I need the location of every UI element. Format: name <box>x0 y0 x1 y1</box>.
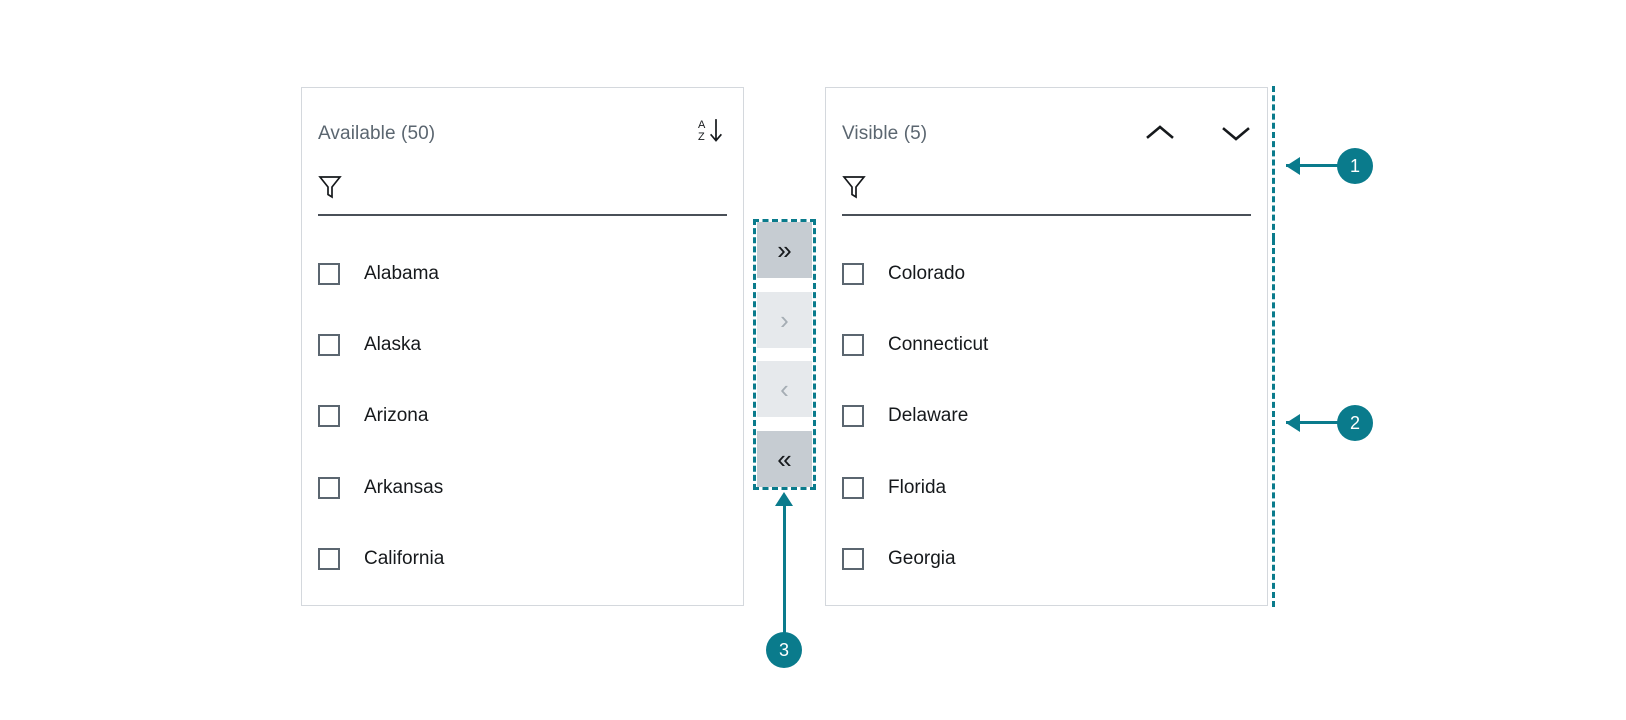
checkbox-unchecked-icon[interactable] <box>842 334 864 357</box>
list-item-label: California <box>364 548 445 570</box>
list-item[interactable]: Arkansas <box>318 452 735 523</box>
available-header-actions: A Z <box>697 119 727 149</box>
visible-panel-title: Visible (5) <box>842 123 928 144</box>
visible-panel: Visible (5) <box>825 87 1268 606</box>
list-item[interactable]: Alabama <box>318 238 735 309</box>
list-item[interactable]: Delaware <box>842 381 1259 452</box>
annotation-badge-1: 1 <box>1337 148 1373 184</box>
move-all-left-button[interactable]: « <box>757 430 812 487</box>
sort-az-icon: A Z <box>698 119 726 148</box>
checkbox-unchecked-icon[interactable] <box>318 334 340 357</box>
visible-list[interactable]: Colorado Connecticut Delaware Florida Ge… <box>842 238 1259 597</box>
checkbox-unchecked-icon[interactable] <box>842 476 864 499</box>
available-filter-input[interactable] <box>362 186 727 212</box>
annotation-arrowhead-2 <box>1286 414 1300 432</box>
checkbox-unchecked-icon[interactable] <box>318 405 340 428</box>
checkbox-unchecked-icon[interactable] <box>842 548 864 571</box>
transfer-button-stack: » › ‹ « <box>757 222 812 487</box>
list-item-label: Arkansas <box>364 476 444 498</box>
checkbox-unchecked-icon[interactable] <box>318 476 340 499</box>
move-down-button[interactable] <box>1221 119 1251 149</box>
sort-az-button[interactable]: A Z <box>697 119 727 149</box>
list-item[interactable]: Connecticut <box>842 309 1259 380</box>
annotation-arrowhead-1 <box>1286 157 1300 175</box>
checkbox-unchecked-icon[interactable] <box>842 405 864 428</box>
checkbox-unchecked-icon[interactable] <box>842 262 864 285</box>
annotation-leader-1 <box>1286 164 1338 167</box>
chevron-down-icon <box>1221 123 1251 146</box>
visible-header-actions <box>1145 119 1251 149</box>
list-item-label: Alaska <box>364 334 422 356</box>
move-right-button[interactable]: › <box>757 291 812 348</box>
move-all-right-button[interactable]: » <box>757 222 812 278</box>
available-list[interactable]: Alabama Alaska Arizona Arkansas Californ… <box>318 238 735 597</box>
checkbox-unchecked-icon[interactable] <box>318 548 340 571</box>
filter-funnel-icon[interactable] <box>842 174 866 205</box>
list-item-label: Arizona <box>364 405 429 427</box>
annotation-arrowhead-3 <box>775 492 793 506</box>
visible-filter-underline <box>842 214 1251 216</box>
sort-down-arrow-icon <box>709 119 723 147</box>
list-item[interactable]: California <box>318 524 735 595</box>
available-filter-row <box>318 170 727 226</box>
visible-panel-header: Visible (5) <box>826 88 1267 180</box>
available-panel-header: Available (50) A Z <box>302 88 743 180</box>
filter-funnel-icon[interactable] <box>318 174 342 205</box>
list-item-label: Delaware <box>888 405 969 427</box>
list-item[interactable]: Arizona <box>318 381 735 452</box>
annotation-leader-3 <box>783 504 786 635</box>
sort-az-letter-bottom: Z <box>698 131 705 143</box>
list-item-label: Colorado <box>888 262 966 284</box>
annotation-region-1 <box>1272 86 1286 239</box>
annotation-badge-2: 2 <box>1337 405 1373 441</box>
checkbox-unchecked-icon[interactable] <box>318 262 340 285</box>
available-panel: Available (50) A Z <box>301 87 744 606</box>
list-item[interactable]: Alaska <box>318 309 735 380</box>
list-item[interactable]: Colorado <box>842 238 1259 309</box>
available-panel-title: Available (50) <box>318 123 436 144</box>
list-item-label: Georgia <box>888 548 956 570</box>
annotation-badge-3: 3 <box>766 632 802 668</box>
available-filter-underline <box>318 214 727 216</box>
annotation-leader-2 <box>1286 421 1338 424</box>
visible-filter-input[interactable] <box>886 186 1251 212</box>
sort-az-letter-top: A <box>698 119 706 131</box>
list-item-label: Alabama <box>364 262 439 284</box>
move-left-button[interactable]: ‹ <box>757 361 812 418</box>
list-item-label: Florida <box>888 476 947 498</box>
list-item[interactable]: Georgia <box>842 524 1259 595</box>
move-up-button[interactable] <box>1145 119 1175 149</box>
visible-filter-row <box>842 170 1251 226</box>
annotation-region-2 <box>1272 239 1286 607</box>
list-item-label: Connecticut <box>888 334 989 356</box>
list-item[interactable]: Florida <box>842 452 1259 523</box>
chevron-up-icon <box>1145 123 1175 146</box>
